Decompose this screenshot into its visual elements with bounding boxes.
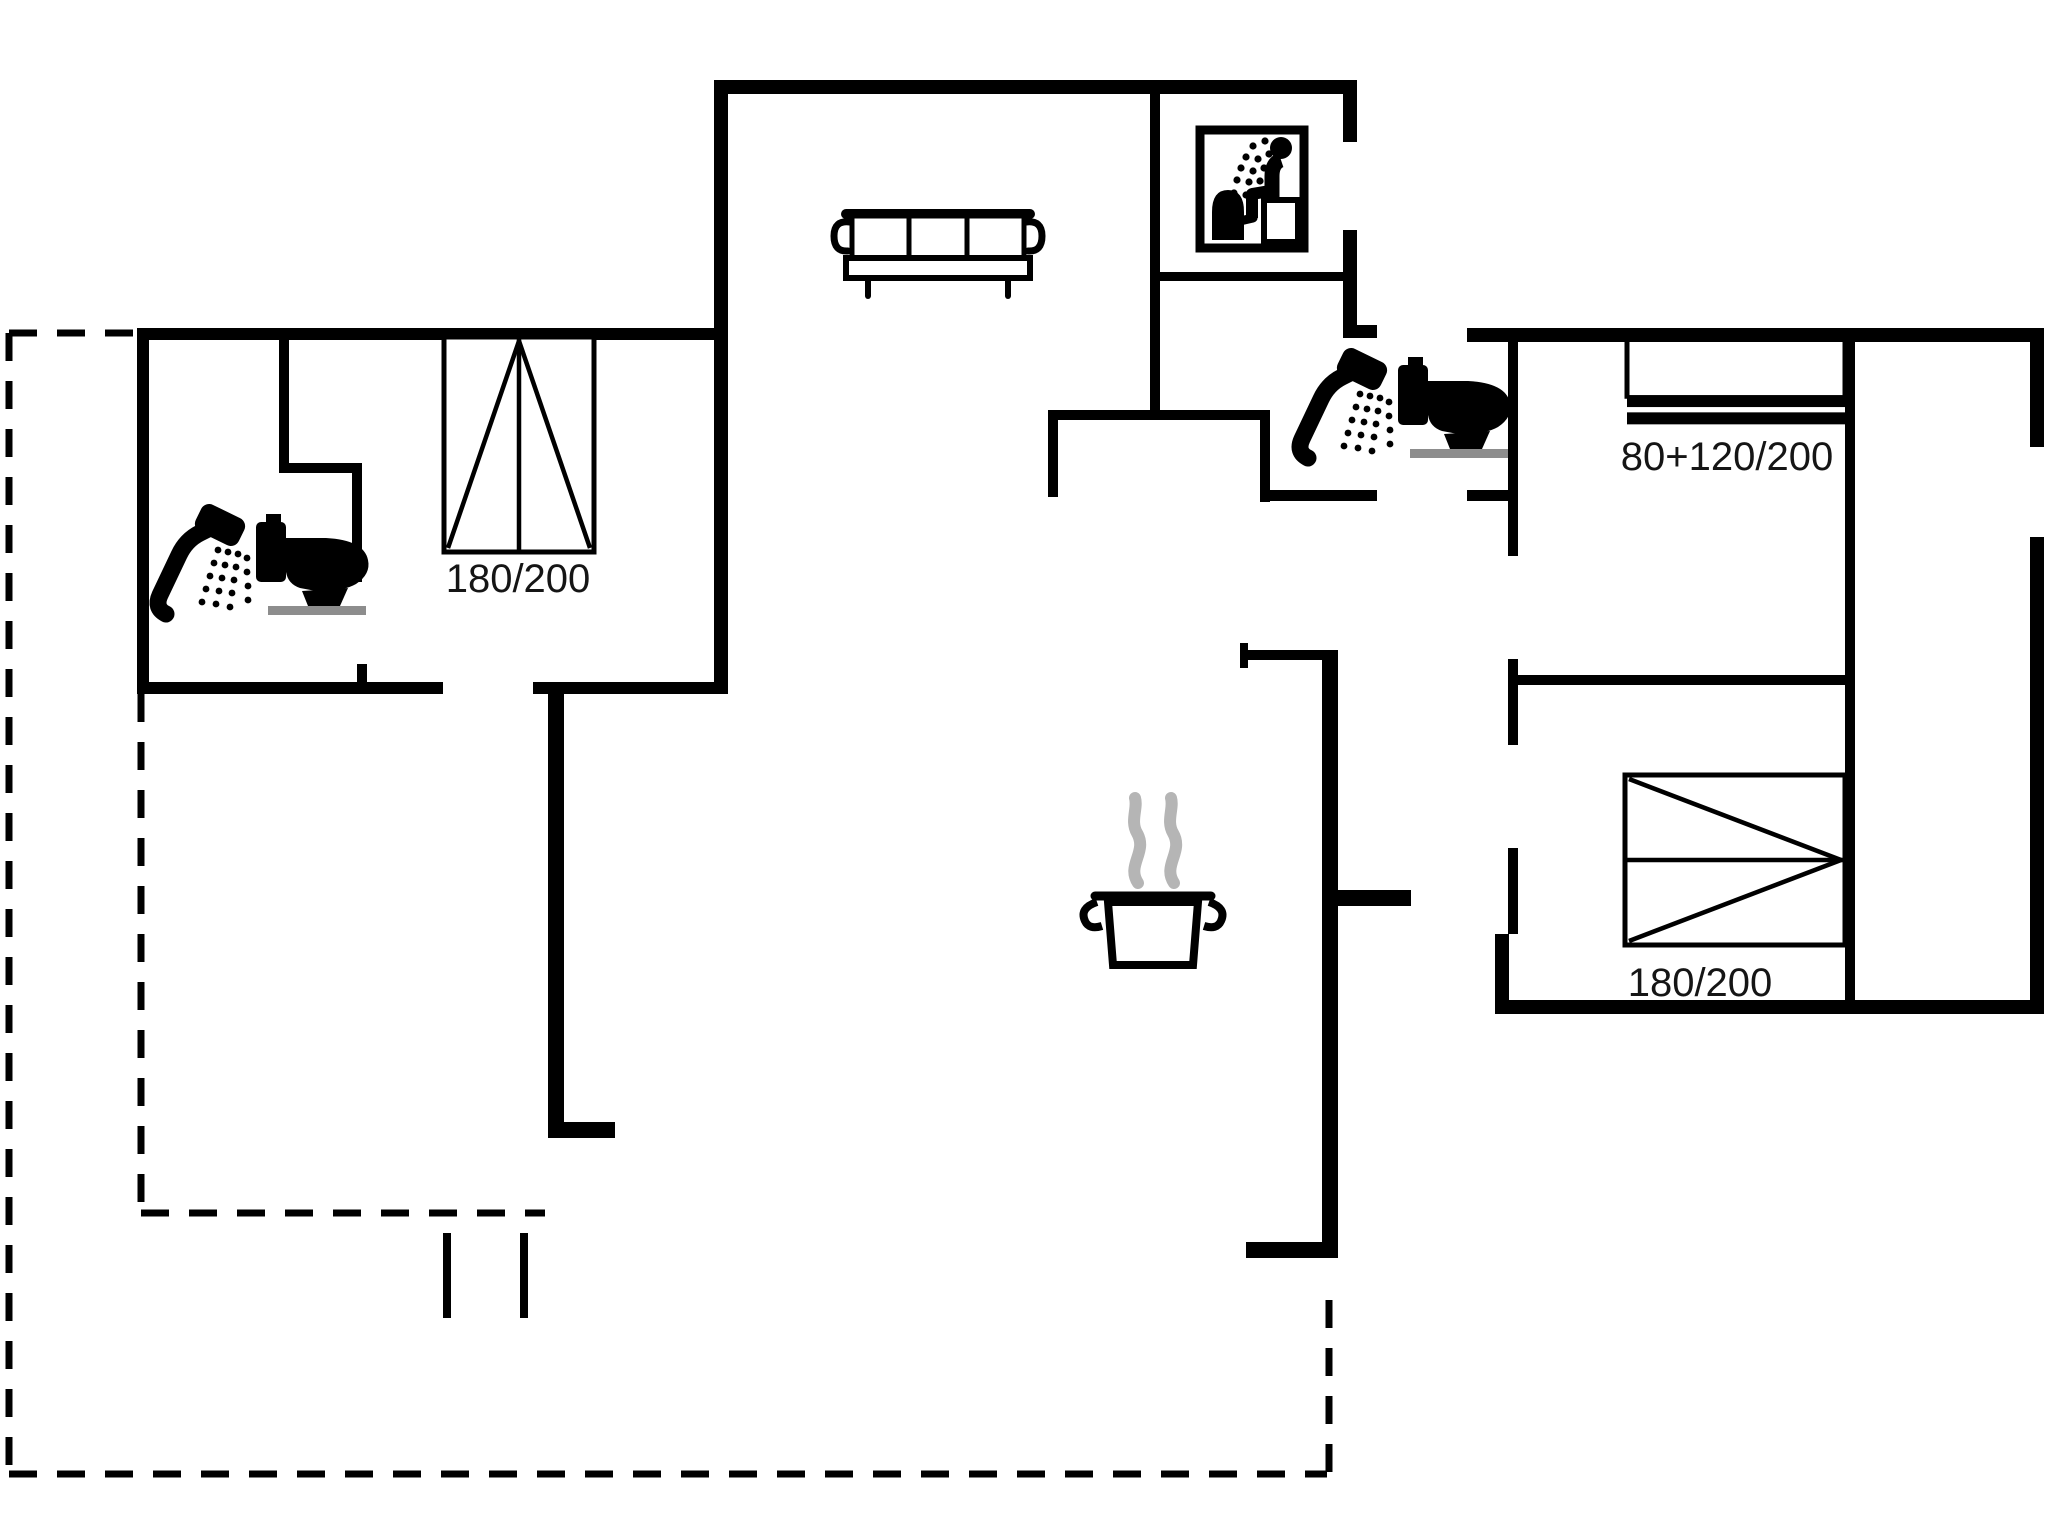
wall-central-left bbox=[714, 80, 728, 694]
terrace-outline-layer bbox=[5, 329, 1333, 1478]
bed-size-label-bunk: 80+120/200 bbox=[1621, 435, 1833, 479]
sauna-pictogram bbox=[1200, 130, 1304, 248]
wall-rightwing-bottom bbox=[1495, 1000, 2044, 1014]
wall-corridor-divider bbox=[1845, 342, 1855, 1000]
wall-rightwing-sw-corner bbox=[1495, 934, 1509, 1014]
wall-rightwing-inner-b bbox=[1508, 659, 1518, 745]
wall-hall-divider bbox=[1240, 650, 1338, 660]
wall-south-left-stub bbox=[548, 1122, 615, 1138]
wall-right-outer-b bbox=[2030, 537, 2044, 1014]
wall-niche-left bbox=[1048, 410, 1058, 497]
terrace-post-b bbox=[520, 1233, 528, 1318]
wall-bath1-b bbox=[279, 463, 362, 473]
wall-rightwing-inner-c bbox=[1508, 848, 1518, 934]
wall-hall-south-stub bbox=[1322, 890, 1411, 906]
wall-leftwing-top bbox=[137, 328, 728, 340]
wall-niche-right bbox=[1260, 410, 1270, 502]
wall-bedroom-divider bbox=[1518, 675, 1845, 685]
wall-central-right-corner bbox=[1343, 325, 1377, 338]
wall-south-left-vertical bbox=[548, 694, 564, 1138]
wall-kitchen-south-stub bbox=[1246, 1242, 1322, 1258]
bed-double-right-icon bbox=[1622, 772, 1848, 948]
wall-bath2-south-b bbox=[1467, 490, 1518, 501]
wall-rightwing-inner-a bbox=[1508, 342, 1518, 556]
bed-size-label-right: 180/200 bbox=[1628, 961, 1773, 1005]
wall-kitchen-east bbox=[1322, 655, 1338, 1258]
wall-sauna-left bbox=[1150, 94, 1160, 417]
wall-central-right-a bbox=[1343, 94, 1357, 142]
labels-layer: 180/200 80+120/200 180/200 bbox=[446, 435, 1834, 1005]
wall-central-right-b bbox=[1343, 230, 1357, 327]
wall-leftwing-bottom-b bbox=[533, 682, 728, 694]
door-jamb-leftwing bbox=[357, 664, 367, 682]
wall-bath1-a bbox=[279, 338, 289, 463]
wall-leftwing-left bbox=[137, 328, 149, 694]
wall-niche-top bbox=[1048, 410, 1270, 420]
terrace-post-a bbox=[443, 1233, 451, 1318]
wall-sauna-bottom bbox=[1150, 272, 1345, 281]
bed-double-left-icon bbox=[441, 334, 597, 555]
bed-bunk-icon bbox=[1624, 332, 1848, 425]
bed-size-label-left: 180/200 bbox=[446, 557, 591, 601]
wall-leftwing-bottom-a bbox=[137, 682, 443, 694]
wall-central-top bbox=[714, 80, 1357, 94]
wall-right-outer-a bbox=[2030, 328, 2044, 447]
wall-bath2-south-a bbox=[1260, 490, 1377, 501]
wall-bath1-c bbox=[352, 463, 362, 582]
beds-layer bbox=[441, 332, 1848, 948]
